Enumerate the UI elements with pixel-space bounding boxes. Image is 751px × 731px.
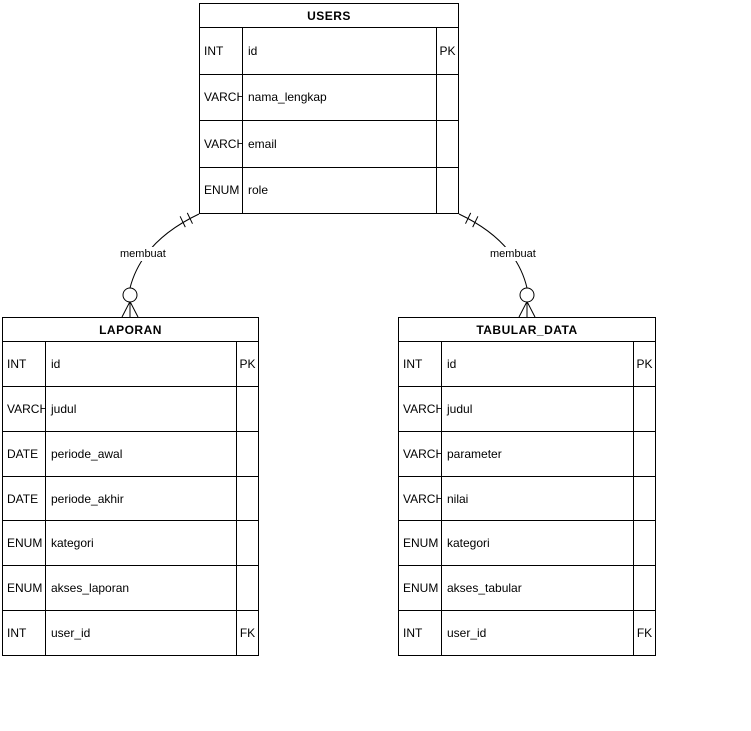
field-key xyxy=(237,477,258,521)
field-name: nilai xyxy=(442,476,634,521)
field-key xyxy=(237,566,258,610)
field-type: DATE xyxy=(3,476,46,521)
field-key: FK xyxy=(239,626,256,641)
field-name: id xyxy=(46,342,237,386)
field-key: PK xyxy=(636,356,653,371)
relationship-users-laporan xyxy=(121,212,200,318)
field-name: periode_awal xyxy=(46,431,237,476)
field-type: ENUM xyxy=(399,521,442,566)
field-name: email xyxy=(243,121,437,167)
field-name: id xyxy=(442,342,634,386)
exactly-one-cardinality-icon xyxy=(179,212,193,228)
field-type: INT xyxy=(399,611,442,656)
field-type: ENUM xyxy=(399,566,442,611)
field-key xyxy=(634,521,655,565)
field-key xyxy=(634,477,655,521)
entity-title: LAPORAN xyxy=(3,318,258,342)
field-name: kategori xyxy=(46,521,237,566)
field-name: akses_tabular xyxy=(442,566,634,611)
field-type: INT xyxy=(3,342,46,386)
field-type: VARCH xyxy=(3,386,46,431)
field-name: user_id xyxy=(442,611,634,656)
field-key xyxy=(437,121,458,167)
field-name: judul xyxy=(46,386,237,431)
field-type: ENUM xyxy=(3,521,46,566)
field-name: role xyxy=(243,167,437,213)
zero-or-many-crowfoot-icon xyxy=(518,302,536,318)
entity-title: USERS xyxy=(200,4,458,28)
zero-or-many-circle-icon xyxy=(122,287,138,303)
field-type: ENUM xyxy=(3,566,46,611)
field-key xyxy=(634,387,655,431)
field-key xyxy=(437,168,458,214)
field-name: kategori xyxy=(442,521,634,566)
relationship-label-membuat-laporan: membuat xyxy=(117,247,169,261)
field-name: periode_akhir xyxy=(46,476,237,521)
exactly-one-cardinality-icon xyxy=(465,212,479,228)
field-type: DATE xyxy=(3,431,46,476)
field-key: PK xyxy=(239,356,256,371)
field-name: akses_laporan xyxy=(46,566,237,611)
field-type: ENUM xyxy=(200,167,243,213)
field-type: VARCH xyxy=(399,431,442,476)
field-name: user_id xyxy=(46,611,237,656)
field-key xyxy=(237,521,258,565)
field-key: PK xyxy=(439,43,456,58)
field-name: parameter xyxy=(442,431,634,476)
field-type: VARCH xyxy=(399,476,442,521)
field-key xyxy=(237,432,258,476)
field-key xyxy=(634,566,655,610)
field-key: FK xyxy=(636,626,653,641)
field-key xyxy=(437,75,458,121)
field-type: INT xyxy=(3,611,46,656)
field-name: id xyxy=(243,28,437,74)
field-type: INT xyxy=(200,28,243,74)
field-type: VARCH xyxy=(200,121,243,167)
relationship-label-membuat-tabular: membuat xyxy=(487,247,539,261)
relationship-users-tabular-data xyxy=(458,212,536,318)
field-key xyxy=(237,387,258,431)
entity-title: TABULAR_DATA xyxy=(399,318,655,342)
field-type: INT xyxy=(399,342,442,386)
zero-or-many-crowfoot-icon xyxy=(121,302,139,318)
field-name: nama_lengkap xyxy=(243,74,437,120)
field-type: VARCH xyxy=(399,386,442,431)
zero-or-many-circle-icon xyxy=(519,287,535,303)
field-name: judul xyxy=(442,386,634,431)
field-type: VARCH xyxy=(200,74,243,120)
field-key xyxy=(634,432,655,476)
